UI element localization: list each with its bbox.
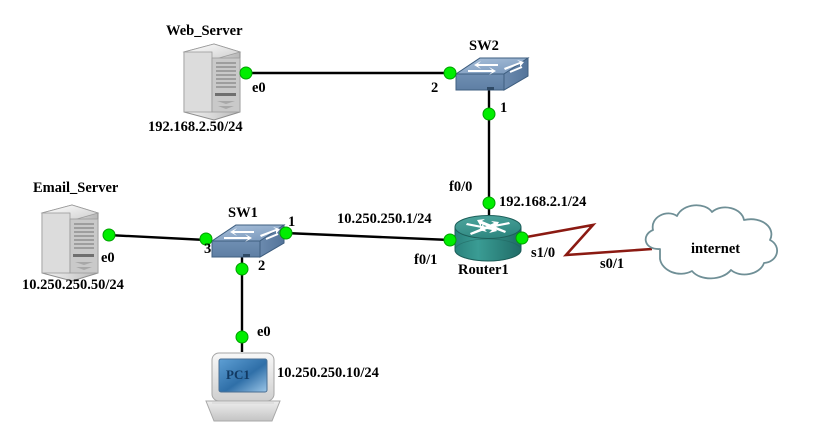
label-sw1-port-2: 2 [258,258,266,274]
label-pc1-ip: 10.250.250.10/24 [277,365,379,381]
label-internet-name: internet [691,241,741,257]
connector-dot-webserver-e0[interactable] [239,66,253,80]
icon-router-router1[interactable] [454,215,522,262]
label-router-interface-s10: s1/0 [531,245,556,261]
label-web-server-ip: 192.168.2.50/24 [148,119,243,135]
icon-web-server[interactable] [182,43,242,121]
connector-dot-emailserver-e0[interactable] [102,228,116,242]
connector-dot-router-f00[interactable] [482,196,496,210]
label-router-interface-f00: f0/0 [449,179,473,195]
icon-switch-sw1[interactable] [210,224,286,258]
icon-laptop-pc1[interactable] [205,352,281,422]
label-pc1-screen-text: PC1 [226,367,250,382]
connector-dot-sw1-port2[interactable] [235,262,249,276]
label-pc1-interface-e0: e0 [257,324,271,340]
label-router1-name: Router1 [458,262,509,278]
label-email-server-ip: 10.250.250.50/24 [22,277,124,293]
label-sw2-port-2: 2 [431,80,439,96]
connector-dot-sw2-port2[interactable] [443,66,457,80]
label-sw2-name: SW2 [469,38,499,54]
label-sw1-router-link-ip: 10.250.250.1/24 [337,211,432,227]
connector-dot-sw1-port3[interactable] [199,232,213,246]
label-web-server-interface-e0: e0 [252,80,266,96]
label-email-server-interface-e0: e0 [101,250,115,266]
label-internet-interface-s01: s0/1 [600,256,625,272]
label-sw2-port-1: 1 [500,100,508,116]
link-router-internet-serial [520,223,653,257]
connector-dot-sw1-port1[interactable] [279,226,293,240]
label-router-interface-f01: f0/1 [414,252,438,268]
label-web-server-name: Web_Server [166,23,243,39]
label-email-server-name: Email_Server [33,180,119,196]
connector-dot-pc1-e0[interactable] [235,330,249,344]
label-sw1-port-3: 3 [204,241,212,257]
label-router-f00-ip: 192.168.2.1/24 [499,194,587,210]
icon-switch-sw2[interactable] [454,57,530,91]
label-sw1-port-1: 1 [288,214,296,230]
connector-dot-sw2-port1[interactable] [482,107,496,121]
link-sw1-router [284,231,451,242]
label-sw1-name: SW1 [228,205,258,221]
connector-dot-router-f01[interactable] [443,233,457,247]
icon-email-server[interactable] [40,204,100,282]
icon-cloud-internet[interactable] [644,204,778,280]
connector-dot-router-s10[interactable] [515,231,529,245]
link-email-sw1 [107,233,207,242]
